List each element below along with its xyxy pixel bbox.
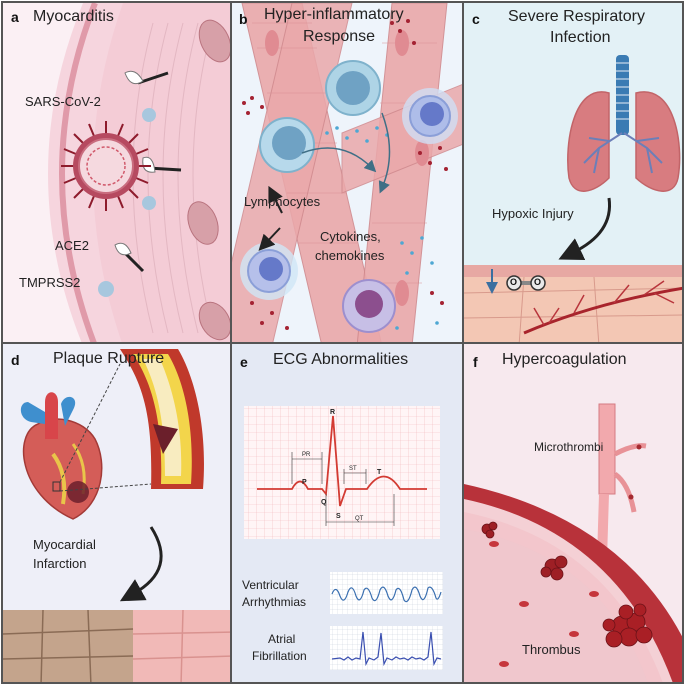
lymphocyte-cell	[240, 242, 298, 300]
panel-letter: f	[473, 354, 478, 370]
ruptured-plaque-artery	[120, 349, 204, 489]
label-arrhythmias: Arrhythmias	[242, 595, 307, 609]
panel-letter: c	[472, 11, 480, 27]
label-chemokines: chemokines	[315, 248, 385, 263]
lungs-icon	[567, 55, 681, 192]
label-cytokines: Cytokines,	[320, 229, 381, 244]
tmprss2-protease	[98, 281, 114, 297]
ventricular-arrhythmia-strip	[330, 572, 443, 614]
ecg-label-t: T	[377, 469, 382, 476]
panel-f-illustration	[464, 403, 682, 682]
panel-c-illustration	[464, 55, 682, 342]
ecg-label-st: ST	[349, 466, 357, 472]
label-fibrillation: Fibrillation	[252, 649, 307, 663]
ace2-receptor	[124, 70, 144, 85]
ecg-label-p: P	[302, 479, 307, 486]
blood-clot	[540, 555, 568, 581]
panel-title: ECG Abnormalities	[273, 351, 409, 368]
mitochondrion	[187, 201, 219, 245]
lymphocyte-cell	[259, 117, 315, 173]
label-oxygen-atom: O	[510, 277, 518, 287]
ecg-label-r: R	[330, 409, 335, 416]
tmprss2-protease	[142, 108, 156, 122]
panel-d-plaque-rupture: d Plaque Rupture Myocardial Infarction	[1, 342, 232, 684]
panel-d-illustration	[3, 349, 230, 682]
label-infarction: Infarction	[33, 556, 87, 571]
label-sars-cov-2: SARS-CoV-2	[25, 94, 101, 109]
microvessel	[597, 403, 647, 560]
blood-clot	[481, 521, 498, 539]
panel-letter: e	[240, 354, 248, 370]
lymphocyte-cell	[402, 88, 458, 144]
ecg-label-q: Q	[321, 499, 327, 506]
panel-a-illustration	[48, 3, 230, 342]
ecg-label-s: S	[336, 513, 341, 520]
panel-letter: a	[11, 9, 19, 25]
panel-c-respiratory-infection: c Severe Respiratory Infection Hypoxic I…	[462, 1, 684, 344]
label-thrombus: Thrombus	[522, 642, 581, 657]
ecg-label-qt: QT	[355, 516, 364, 522]
panel-e-ecg-abnormalities: PR ST QT R P Q S T e ECG Abnormalities V…	[230, 342, 464, 684]
panel-title-line1: Hyper-inflammatory	[264, 6, 404, 23]
label-oxygen-atom: O	[534, 277, 542, 287]
label-ventricular: Ventricular	[242, 578, 299, 592]
label-ace2: ACE2	[55, 238, 89, 253]
panel-title-line2: Response	[303, 28, 376, 45]
lymphocyte-cell	[325, 60, 381, 116]
label-atrial: Atrial	[268, 632, 296, 646]
thrombus-clot	[602, 603, 653, 648]
mitochondrion	[198, 19, 230, 63]
heart-icon	[20, 392, 103, 520]
ecg-label-pr: PR	[302, 452, 311, 458]
oxygen-molecule-icon	[506, 275, 546, 291]
panel-title: Myocarditis	[33, 8, 114, 25]
sars-cov-2-virus-icon	[61, 121, 151, 211]
ecg-waveform-chart: PR ST QT R P Q S T	[244, 406, 440, 539]
label-microthrombi: Microthrombi	[534, 440, 604, 454]
panel-title-line1: Severe Respiratory	[508, 8, 645, 25]
panel-title: Hypercoagulation	[502, 351, 627, 368]
panel-letter: d	[11, 352, 20, 368]
label-myocardial: Myocardial	[33, 537, 96, 552]
panel-letter: b	[239, 11, 248, 27]
ace2-receptor	[114, 242, 132, 256]
panel-b-hyperinflammatory: b Hyper-inflammatory Response Lymphocyte…	[230, 1, 464, 344]
panel-title-line2: Infection	[550, 29, 611, 46]
atrial-fibrillation-strip	[330, 626, 443, 670]
panel-a-myocarditis: a Myocarditis SARS-CoV-2 ACE2 TMPRSS2	[1, 1, 232, 344]
label-hypoxic-injury: Hypoxic Injury	[492, 206, 574, 221]
panel-b-illustration	[232, 3, 462, 342]
panel-f-hypercoagulation: f Hypercoagulation Microthrombi Thrombus	[462, 342, 684, 684]
tmprss2-protease	[142, 196, 156, 210]
lymphocyte-cell	[342, 279, 396, 333]
panel-e-illustration: PR ST QT R P Q S T	[244, 406, 443, 670]
label-tmprss2: TMPRSS2	[19, 275, 81, 290]
label-lymphocytes: Lymphocytes	[244, 194, 321, 209]
mitochondrion	[198, 301, 230, 341]
panel-title: Plaque Rupture	[53, 350, 165, 367]
